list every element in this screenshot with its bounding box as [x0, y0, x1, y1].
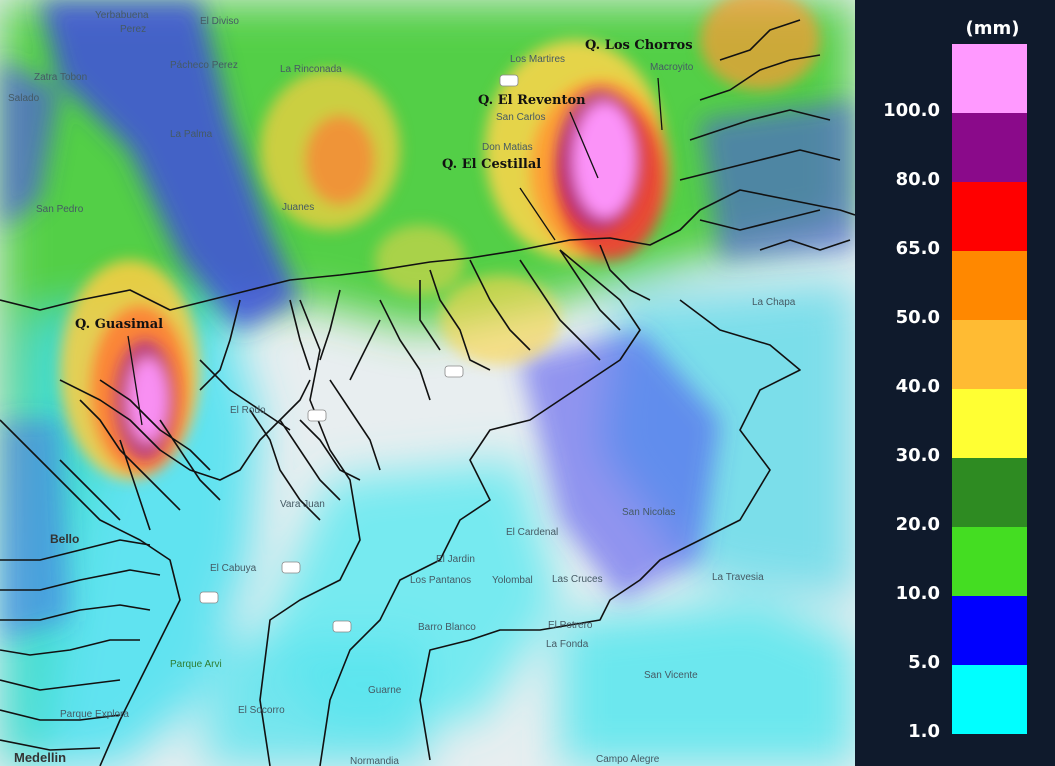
- leader-guasimal: [127, 335, 143, 426]
- legend-swatch: [952, 182, 1027, 251]
- legend-swatch: [952, 458, 1027, 527]
- legend-tick-label: 40.0: [895, 376, 940, 397]
- legend-tick-label: 65.0: [895, 238, 940, 259]
- legend-swatch: [952, 665, 1027, 734]
- leader-el-reventon: [569, 111, 599, 179]
- basin-label-el-reventon: Q. El Reventon: [478, 93, 586, 108]
- legend-tick-label: 1.0: [908, 721, 940, 742]
- place-label: Normandia: [350, 756, 399, 766]
- place-label: La Rinconada: [280, 64, 342, 75]
- place-label: Campo Alegre: [596, 754, 660, 765]
- place-label: Las Cruces: [552, 574, 603, 585]
- place-label: San Nicolas: [622, 507, 675, 518]
- place-label: El Socorro: [238, 705, 285, 716]
- place-label: Guarne: [368, 685, 402, 696]
- legend-tick-label: 20.0: [895, 514, 940, 535]
- place-label: Yolombal: [492, 575, 533, 586]
- legend-tick-label: 5.0: [908, 652, 940, 673]
- basin-leaders: [127, 77, 663, 426]
- place-label: La Fonda: [546, 639, 589, 650]
- stream-network-medellin: [0, 539, 161, 751]
- place-label: La Chapa: [752, 297, 796, 308]
- road-shields: [199, 74, 519, 633]
- stream-network-central: [199, 299, 381, 521]
- basin-label-el-cestillal: Q. El Cestillal: [442, 157, 541, 172]
- place-label: Los Pantanos: [410, 575, 471, 586]
- place-label: Barro Blanco: [418, 622, 476, 633]
- legend-swatch: [952, 44, 1027, 113]
- place-label: Bello: [50, 532, 79, 546]
- leader-el-cestillal: [519, 187, 556, 241]
- place-label: Pácheco Perez: [170, 60, 238, 71]
- legend-tick-label: 50.0: [895, 307, 940, 328]
- place-label: Macroyito: [650, 62, 694, 73]
- place-label: Parque Arvi: [170, 659, 222, 670]
- watershed-outlines: [0, 19, 855, 766]
- place-label: Medellin: [14, 750, 66, 765]
- place-label: San Vicente: [644, 670, 698, 681]
- legend-swatch: [952, 320, 1027, 389]
- stream-network-guasimal: [59, 359, 291, 531]
- legend-tick-label: 100.0: [883, 100, 940, 121]
- place-label: El Diviso: [200, 16, 239, 27]
- stream-network-east: [679, 19, 851, 251]
- legend-tick-label: 30.0: [895, 445, 940, 466]
- basin-label-los-chorros: Q. Los Chorros: [585, 38, 693, 53]
- legend-swatch: [952, 596, 1027, 665]
- legend-swatch: [952, 251, 1027, 320]
- place-label: El Rodo: [230, 405, 266, 416]
- legend-tick-label: 80.0: [895, 169, 940, 190]
- rain-layer-5mm: [0, 0, 855, 640]
- place-label: Yerbabuena: [95, 10, 149, 21]
- place-label: El Cardenal: [506, 527, 558, 538]
- place-label: La Travesia: [712, 572, 764, 583]
- legend-swatch: [952, 389, 1027, 458]
- legend-swatch: [952, 113, 1027, 182]
- western-boundary: [0, 379, 311, 766]
- place-label: El Cabuya: [210, 563, 257, 574]
- place-label: Zatra Tobon: [34, 72, 87, 83]
- basin-labels: Q. Los Chorros Q. El Reventon Q. El Cest…: [75, 38, 693, 332]
- place-label: Don Matias: [482, 142, 533, 153]
- place-label: La Palma: [170, 129, 213, 140]
- stream-network-north: [289, 244, 651, 401]
- place-labels: Yerbabuena Perez El Diviso Pácheco Perez…: [8, 10, 796, 766]
- place-label: Vara Juan: [280, 499, 325, 510]
- legend-tick-label: 10.0: [895, 583, 940, 604]
- place-label: San Carlos: [496, 112, 545, 123]
- place-label: San Pedro: [36, 204, 84, 215]
- place-label: Perez: [120, 24, 146, 35]
- main-catchment-boundary: [0, 189, 855, 766]
- legend-swatch: [952, 527, 1027, 596]
- place-label: Parque Explora: [60, 709, 129, 720]
- place-label: El Potrero: [548, 620, 593, 631]
- place-label: Los Martires: [510, 54, 565, 65]
- place-label: Salado: [8, 93, 40, 104]
- radar-map-canvas[interactable]: Yerbabuena Perez El Diviso Pácheco Perez…: [0, 0, 855, 766]
- precipitation-legend: (mm) 100.0 80.0 65.0 50.0 40.0 30.0 20.0 10.0 5.…: [855, 0, 1055, 766]
- legend-unit: (mm): [965, 18, 1020, 39]
- radar-map[interactable]: Yerbabuena Perez El Diviso Pácheco Perez…: [0, 0, 855, 766]
- leader-los-chorros: [657, 77, 663, 131]
- place-label: Juanes: [282, 202, 314, 213]
- basin-label-guasimal: Q. Guasimal: [75, 317, 163, 332]
- place-label: El Jardin: [436, 554, 475, 565]
